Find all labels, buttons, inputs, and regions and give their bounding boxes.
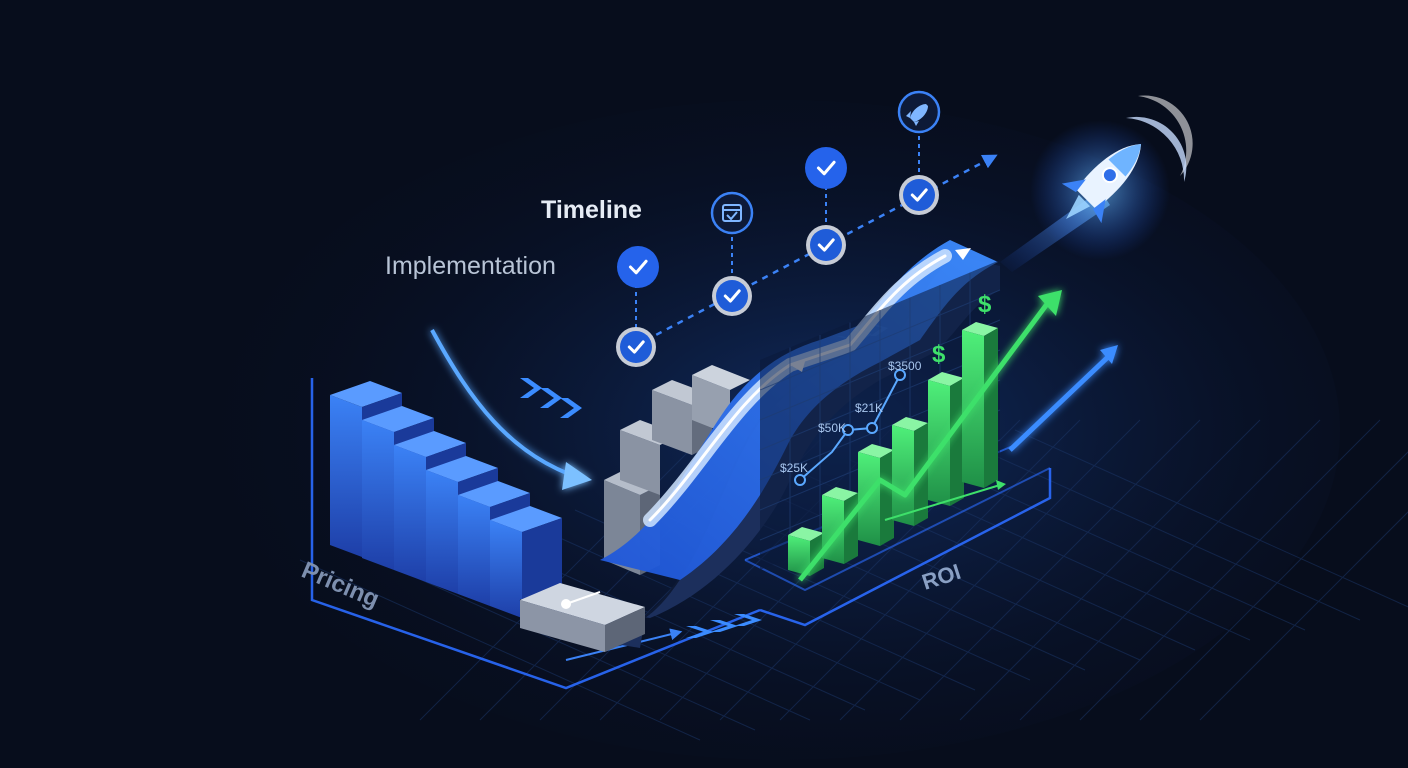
grid-line	[299, 559, 701, 741]
grid-line	[959, 419, 1261, 721]
growth-arrow-blue	[1008, 345, 1118, 452]
timeline-milestone-top	[617, 246, 659, 288]
grid-line	[419, 419, 721, 721]
timeline-milestones	[616, 90, 998, 367]
gray-blocks	[604, 365, 750, 575]
timeline-label: Timeline	[541, 196, 642, 224]
dollar-sign: $	[932, 341, 946, 368]
implementation-label: Implementation	[385, 252, 556, 280]
roi-bar	[962, 322, 998, 488]
rocket-hero	[1000, 95, 1193, 272]
roi-value-label: $50K	[818, 421, 846, 435]
crescent-icon	[1138, 95, 1193, 176]
rocket-icon	[897, 90, 941, 134]
roi-data-line	[794, 369, 906, 486]
check-icon	[723, 289, 741, 303]
incoming-curve-arrow	[430, 329, 592, 490]
chevrons-left	[520, 378, 582, 418]
roi-value-label: $25K	[780, 461, 808, 475]
grid-line	[1079, 419, 1381, 721]
roi-bar	[858, 444, 894, 546]
chevrons-bottom	[686, 614, 762, 638]
grid-line	[759, 349, 1001, 451]
check-icon	[628, 259, 648, 275]
roi-bar	[822, 487, 858, 564]
timeline-milestone	[806, 225, 846, 265]
grid-line	[1019, 419, 1321, 721]
check-icon	[910, 188, 928, 202]
grid-line	[519, 519, 921, 701]
growth-arrow-green	[798, 290, 1062, 582]
rocket-icon	[1061, 143, 1142, 224]
roi-value-label: $21K	[855, 401, 883, 415]
grid-line	[779, 419, 1081, 721]
roi-bars	[788, 322, 998, 576]
grid-line	[959, 439, 1361, 621]
grid-line	[899, 419, 1201, 721]
calendar-icon	[710, 191, 754, 235]
floor-arrow-green	[884, 480, 1006, 521]
timeline-milestone	[712, 276, 752, 316]
roi-value-label: $3500	[888, 359, 922, 373]
check-icon	[817, 238, 835, 252]
grid-line	[1139, 451, 1408, 721]
pricing-bars	[330, 381, 562, 618]
timeline-milestone	[616, 327, 656, 367]
timeline-milestone	[899, 175, 939, 215]
grid-line	[759, 289, 1001, 391]
dollar-sign: $	[978, 291, 992, 318]
timeline-milestone-top	[805, 147, 847, 189]
grid-line	[839, 419, 1141, 721]
grid-line	[1014, 429, 1408, 608]
check-icon	[627, 340, 645, 354]
grid-line	[1199, 511, 1408, 721]
grid-line	[759, 319, 1001, 421]
check-icon	[816, 160, 836, 176]
roi-bar	[928, 372, 964, 506]
